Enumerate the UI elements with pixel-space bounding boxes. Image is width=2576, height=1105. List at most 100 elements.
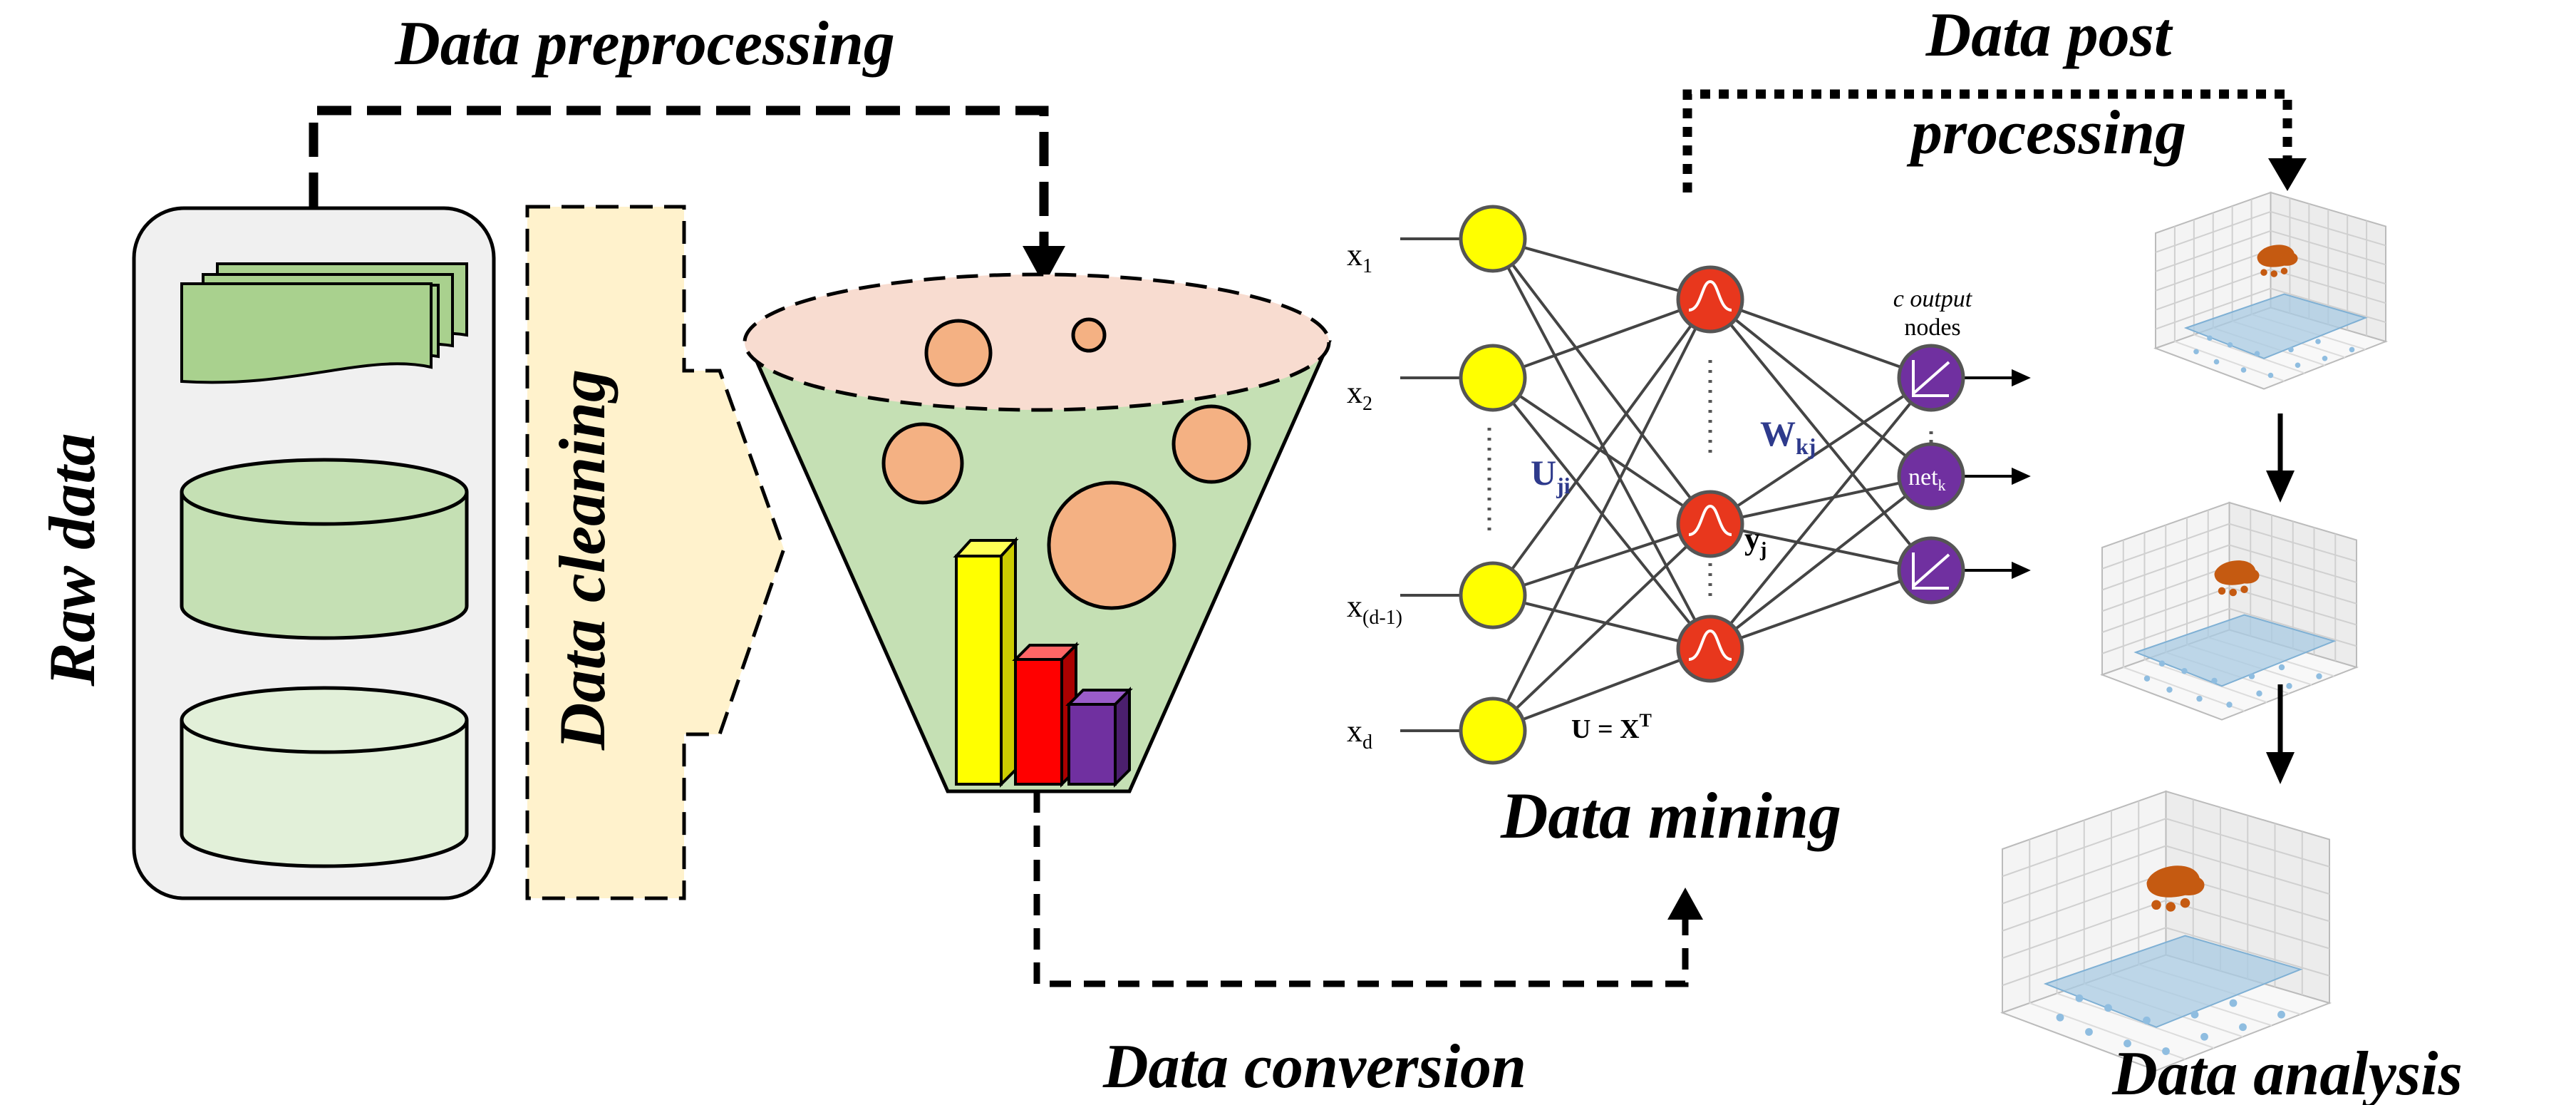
plot-point: [2288, 346, 2294, 353]
hidden-output-label-y: yj: [1744, 521, 1767, 561]
plot-point: [2322, 355, 2328, 361]
plot-blob-dot: [2240, 585, 2248, 594]
preprocessing-connector: [309, 106, 1065, 285]
analysis-plot-2: [2100, 501, 2359, 721]
analysis-label: Data analysis: [2111, 1039, 2462, 1105]
network-edge: [1709, 569, 1932, 650]
plot-point: [2211, 677, 2218, 684]
plot-point: [2315, 339, 2321, 344]
plot-point: [2277, 1010, 2285, 1019]
network-input-labels: x1 x2 x(d-1) xd: [1347, 237, 1402, 754]
input-node: [1459, 205, 1527, 273]
analysis-plot-3: [2000, 790, 2332, 1071]
post-processing-connector: [1682, 89, 2307, 192]
plot-point: [2256, 690, 2262, 697]
network-edge: [1709, 298, 1933, 572]
plot-point: [2349, 346, 2355, 353]
output-arrowhead: [2012, 467, 2031, 485]
plot-point: [2190, 1010, 2199, 1019]
documents-icon: [180, 262, 468, 384]
output-nodes-caption-2: nodes: [1904, 314, 1960, 341]
network-edge: [1709, 523, 1932, 572]
database-cylinder-icon: [180, 458, 469, 640]
plot-point: [2226, 701, 2233, 708]
gaussian-glyph: [1688, 629, 1732, 661]
plot-point: [2286, 683, 2292, 689]
linear-activation-glyph: [1912, 552, 1950, 590]
input-equation-label: U = XT: [1571, 710, 1652, 744]
plot-point: [2267, 372, 2274, 379]
plot-point: [2166, 687, 2173, 693]
plot-point: [2104, 1004, 2112, 1012]
plot-point: [2254, 351, 2260, 356]
network-edge: [1491, 238, 1712, 649]
network-edge: [1709, 376, 1933, 525]
gaussian-glyph: [1688, 279, 1732, 312]
plot-gridline: [2193, 334, 2305, 374]
plot-point: [2278, 664, 2285, 671]
plot-point: [2207, 335, 2213, 341]
analysis-arrow-2: [2266, 684, 2295, 784]
plot-blob: [2257, 245, 2298, 267]
plot-point: [2200, 1032, 2208, 1041]
network-edge: [1491, 237, 1712, 525]
cleaning-arrow-shape: [525, 205, 786, 900]
network-edge: [1491, 376, 1712, 525]
plot-gridline: [2057, 992, 2215, 1049]
plot-point: [2143, 675, 2151, 682]
raw-data-label: Raw data: [36, 433, 108, 687]
network-edge: [1709, 475, 1932, 525]
plot-point: [2240, 367, 2247, 373]
hidden-node: [1676, 265, 1744, 334]
network-edge: [1492, 298, 1711, 379]
network-edge: [1492, 647, 1711, 732]
weight-label-u: Uji: [1531, 453, 1571, 498]
input-label-xd-1: x(d-1): [1347, 589, 1402, 629]
cleaning-label: Data cleaning: [546, 369, 619, 751]
post-processing-label-line2: processing: [1906, 98, 2186, 168]
plot-blob-dot: [2151, 900, 2161, 910]
plot-point: [2295, 362, 2301, 369]
plot-gridline: [2144, 659, 2267, 703]
plot-point: [2056, 1013, 2064, 1022]
plot-gridline: [2174, 341, 2285, 382]
network-edge: [1491, 299, 1712, 731]
network-edge: [1491, 298, 1712, 597]
plot-point: [2213, 359, 2220, 365]
plot-blob-dot: [2218, 587, 2226, 595]
output-node: [1897, 442, 1965, 510]
network-edge: [1709, 376, 1933, 650]
output-nodes-caption: c output: [1893, 286, 1973, 312]
conversion-label: Data conversion: [1102, 1032, 1526, 1101]
input-label-x2: x2: [1347, 375, 1372, 415]
plot-point: [2158, 660, 2166, 667]
output-node-net-label: netk: [1908, 464, 1946, 494]
network-edge: [1492, 237, 1711, 301]
hidden-node: [1676, 490, 1744, 558]
linear-activation-glyph: [1912, 360, 1950, 397]
plot-point: [2196, 695, 2203, 702]
network-edge: [1492, 523, 1711, 597]
post-processing-label-line1: Data post: [1925, 1, 2173, 70]
plot-blob-dot: [2180, 898, 2190, 908]
weight-label-w: Wkj: [1760, 413, 1816, 459]
plot-point: [2239, 1023, 2247, 1032]
plot-point: [2227, 341, 2233, 348]
bar-chart-icon: [953, 536, 1133, 788]
network-edge: [1492, 594, 1711, 650]
plot-blob-dot: [2260, 269, 2267, 276]
plot-blob: [2146, 865, 2205, 898]
plot-point: [2229, 999, 2238, 1007]
plot-point: [2248, 673, 2255, 679]
gaussian-glyph: [1688, 504, 1732, 536]
plot-blob-dot: [2166, 902, 2176, 912]
output-arrowhead: [2012, 561, 2031, 580]
plot-point: [2181, 668, 2188, 674]
plot-blob-dot: [2229, 588, 2237, 597]
hidden-node: [1676, 615, 1744, 683]
plot-point: [2143, 1016, 2151, 1024]
network-edge: [1709, 475, 1933, 650]
analysis-plot-1: [2153, 191, 2389, 390]
plot-blob-dot: [2270, 270, 2277, 277]
